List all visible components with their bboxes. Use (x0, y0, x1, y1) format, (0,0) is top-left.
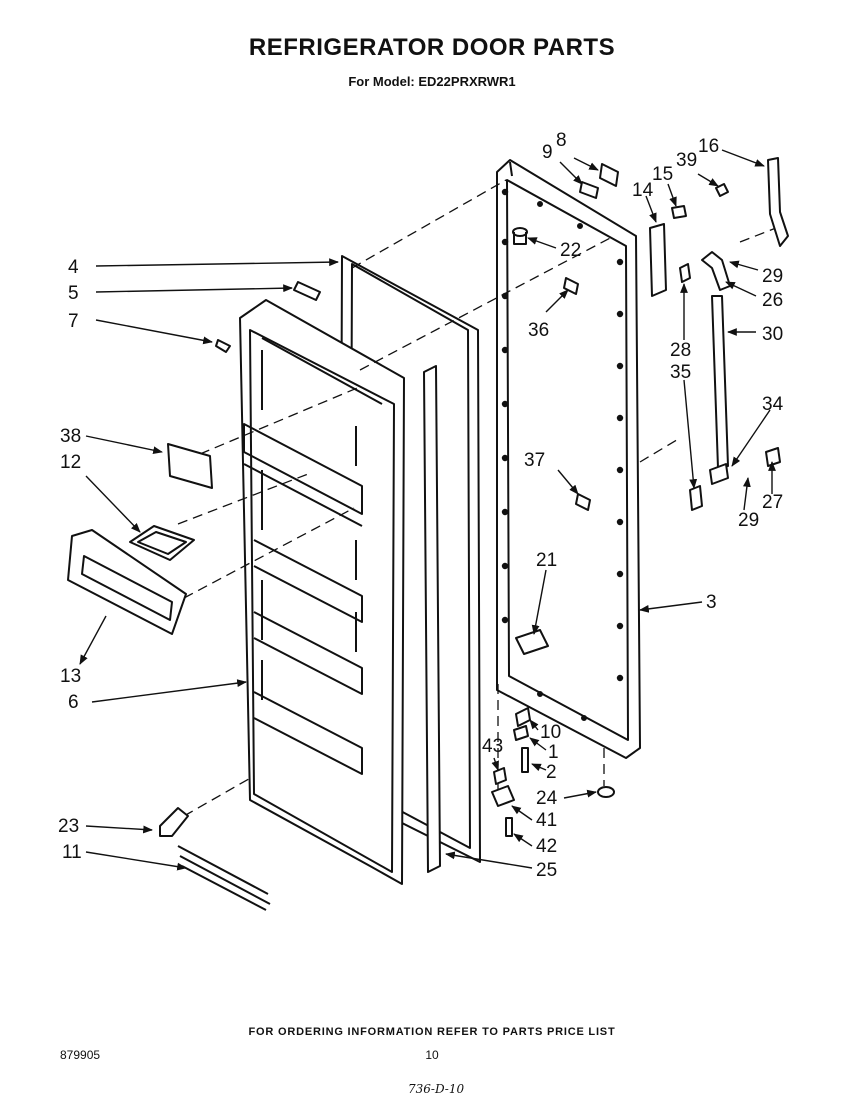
clip-36 (563, 277, 579, 295)
handwritten-reference: 736-D-10 (408, 1082, 465, 1096)
leader-dashed (177, 473, 309, 525)
callout-1: 1 (548, 742, 559, 763)
callout-35: 35 (670, 362, 691, 383)
screw-39 (715, 183, 729, 197)
screw-7 (215, 339, 231, 353)
outer-door-panel (496, 159, 641, 759)
callout-29-top: 29 (762, 266, 783, 287)
leader-dashed (639, 437, 681, 463)
callout-10: 10 (540, 722, 561, 743)
callout-39: 39 (676, 150, 697, 171)
callout-26: 26 (762, 290, 783, 311)
callout-2: 2 (546, 762, 557, 783)
cap-27 (765, 447, 781, 467)
document-number: 879905 (60, 1048, 101, 1062)
callout-4: 4 (68, 257, 79, 278)
callout-16: 16 (698, 136, 719, 157)
bottom-hinge-cover (159, 807, 189, 837)
ordering-note: FOR ORDERING INFORMATION REFER TO PARTS … (248, 1026, 616, 1038)
callout-25: 25 (536, 860, 557, 881)
bracket-5 (293, 281, 321, 301)
inner-door-liner (239, 299, 405, 885)
clip-37 (575, 493, 591, 511)
callout-34: 34 (762, 394, 784, 415)
callout-5: 5 (68, 283, 79, 304)
callout-13: 13 (60, 666, 81, 687)
callout-8: 8 (556, 130, 567, 151)
page-number: 10 (425, 1048, 439, 1062)
bracket-14 (649, 223, 667, 297)
dairy-door (67, 529, 187, 635)
callout-38: 38 (60, 426, 81, 447)
callout-22: 22 (560, 240, 581, 261)
page-title: REFRIGERATOR DOOR PARTS (248, 34, 616, 61)
callout-7: 7 (68, 311, 79, 332)
callout-11: 11 (62, 842, 82, 863)
callout-43: 43 (482, 736, 503, 757)
handle-tube-30 (711, 295, 729, 469)
light-shield (167, 443, 213, 489)
leader-dashed (183, 507, 355, 599)
callout-24: 24 (536, 788, 558, 809)
door-shelf-trim (177, 845, 271, 911)
handle-end-34 (709, 463, 729, 485)
callout-29-bottom: 29 (738, 510, 759, 531)
clip-15 (671, 205, 687, 219)
leader-dashed (739, 227, 777, 243)
clip-28 (679, 263, 691, 283)
callout-36: 36 (528, 320, 549, 341)
leader-dashed (183, 775, 255, 817)
callout-30: 30 (762, 324, 783, 345)
leader-dashed (199, 385, 363, 455)
hinge-pin-22 (512, 227, 528, 245)
callout-15: 15 (652, 164, 673, 185)
callout-41: 41 (536, 810, 557, 831)
plate-9 (579, 181, 599, 199)
breaker-strip (423, 365, 441, 873)
callout-42: 42 (536, 836, 557, 857)
callout-28: 28 (670, 340, 691, 361)
callout-23: 23 (58, 816, 79, 837)
callout-37: 37 (524, 450, 545, 471)
dairy-bin (129, 525, 195, 561)
callout-12: 12 (60, 452, 81, 473)
callout-14: 14 (632, 180, 654, 201)
callout-21: 21 (536, 550, 557, 571)
callout-6: 6 (68, 692, 79, 713)
callout-27: 27 (762, 492, 783, 513)
clip-35 (689, 485, 703, 511)
callout-9: 9 (542, 142, 553, 163)
model-subtitle: For Model: ED22PRXRWR1 (348, 74, 516, 89)
plate-8 (599, 163, 619, 187)
leader-dashed (351, 179, 507, 269)
handle-top-16 (767, 157, 789, 247)
callout-3: 3 (706, 592, 717, 613)
handle-bracket-26 (701, 251, 731, 291)
